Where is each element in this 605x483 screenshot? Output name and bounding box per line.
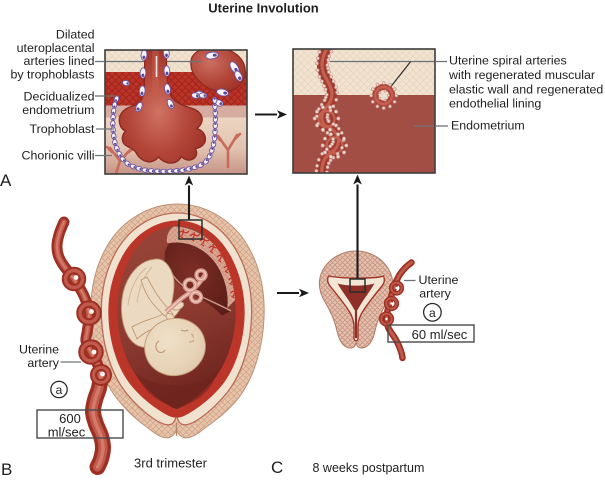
svg-text:60 ml/sec: 60 ml/sec	[412, 327, 468, 342]
svg-text:B: B	[1, 460, 12, 478]
svg-text:Chorionic villi: Chorionic villi	[22, 148, 95, 162]
svg-text:Dilated: Dilated	[56, 28, 95, 42]
svg-text:Uterine: Uterine	[19, 343, 59, 357]
svg-text:Uterine Involution: Uterine Involution	[208, 1, 319, 16]
svg-text:endometrium: endometrium	[22, 103, 94, 117]
svg-text:A: A	[0, 171, 12, 190]
svg-text:Decidualized: Decidualized	[24, 90, 95, 104]
svg-text:3rd trimester: 3rd trimester	[134, 456, 208, 471]
svg-text:C: C	[271, 458, 283, 477]
svg-text:Uterine spiral arteries: Uterine spiral arteries	[449, 54, 567, 68]
svg-text:artery: artery	[27, 356, 59, 370]
svg-text:uteroplacental: uteroplacental	[17, 41, 95, 55]
svg-text:Trophoblast: Trophoblast	[30, 122, 96, 136]
svg-text:elastic wall and regenerated: elastic wall and regenerated	[449, 82, 603, 96]
svg-text:artery: artery	[419, 287, 451, 301]
svg-text:8 weeks postpartum: 8 weeks postpartum	[313, 461, 425, 475]
svg-text:endothelial lining: endothelial lining	[449, 97, 541, 111]
svg-text:arteries lined: arteries lined	[24, 54, 95, 68]
svg-text:with regenerated muscular: with regenerated muscular	[448, 68, 595, 82]
svg-text:a: a	[429, 306, 436, 320]
svg-text:by trophoblasts: by trophoblasts	[10, 68, 94, 82]
svg-text:600: 600	[59, 411, 81, 426]
svg-text:Endometrium: Endometrium	[451, 119, 525, 133]
svg-text:Uterine: Uterine	[419, 273, 459, 287]
svg-text:ml/sec: ml/sec	[48, 425, 86, 440]
svg-text:a: a	[56, 383, 63, 397]
